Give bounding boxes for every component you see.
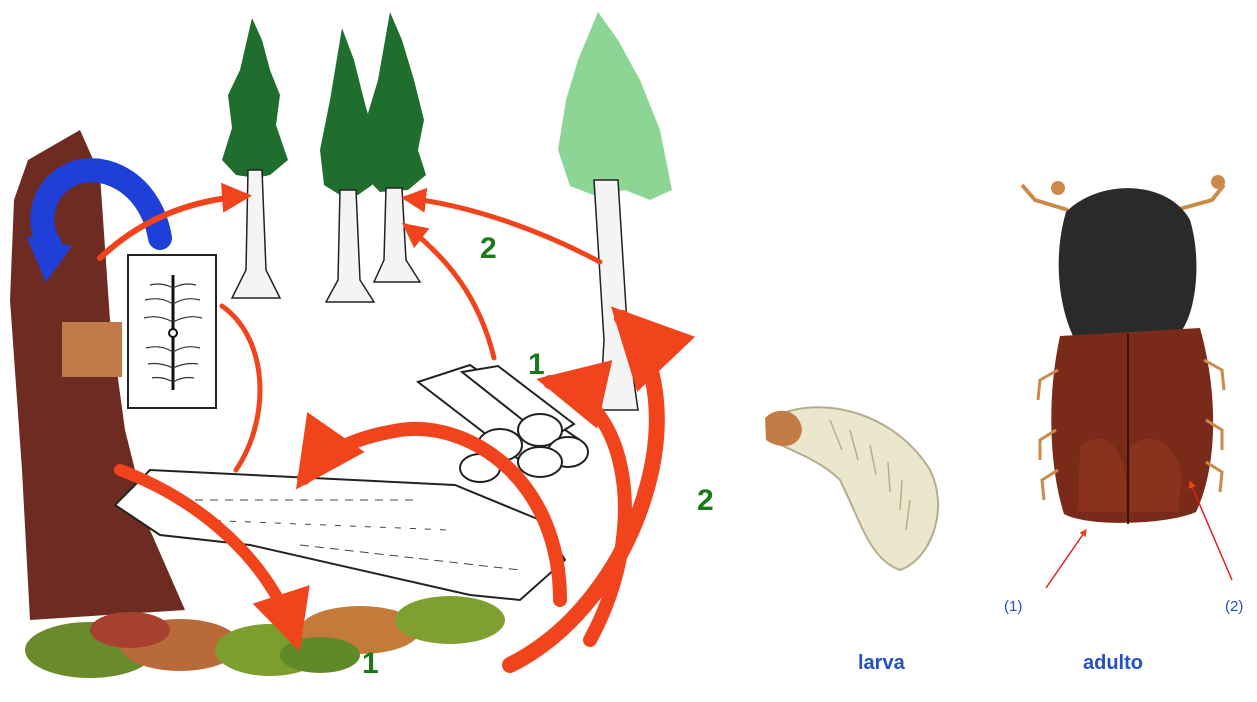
stage-label-right: 2 xyxy=(697,484,714,518)
conifer-tree-infested xyxy=(558,12,672,410)
stage-label-top: 2 xyxy=(480,232,497,266)
caption-larva: larva xyxy=(858,652,905,675)
marker-label-left: (1) xyxy=(1004,598,1022,615)
gallery-pattern-inset xyxy=(128,255,216,408)
stage-label-bottom: 1 xyxy=(362,647,379,681)
conifer-tree-right xyxy=(366,12,426,282)
arrow-inset-to-log xyxy=(222,306,260,470)
marker-label-right: (2) xyxy=(1225,598,1243,615)
arrow-trunk-to-tree-left xyxy=(100,196,246,258)
adult-beetle-illustration xyxy=(1022,175,1232,588)
larva-illustration xyxy=(765,407,938,570)
stage-label-middle: 1 xyxy=(528,348,545,382)
fallen-log xyxy=(115,470,565,600)
caption-adult: adulto xyxy=(1083,652,1143,675)
conifer-tree-left xyxy=(222,18,288,298)
